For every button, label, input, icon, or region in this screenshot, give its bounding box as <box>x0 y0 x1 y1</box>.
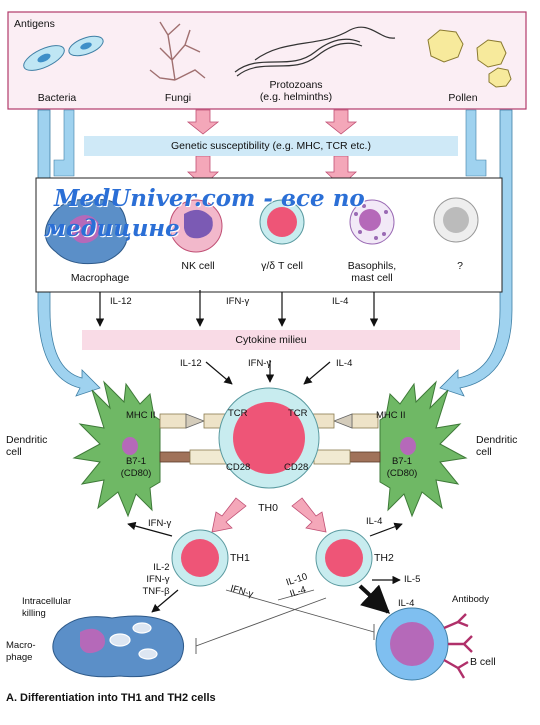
th2-label: TH2 <box>374 552 394 564</box>
cd28-left-label: CD28 <box>226 462 251 473</box>
left-b7-label: B7-1 (CD80) <box>120 456 152 479</box>
th1-cell-icon <box>171 529 229 587</box>
b-cell-label: B cell <box>470 656 496 668</box>
antigens-title: Antigens <box>14 18 55 30</box>
antibody-label: Antibody <box>452 594 489 605</box>
macrophage-icon <box>44 198 129 265</box>
basophil-label: Basophils, mast cell <box>347 260 397 284</box>
left-blue-arrow-2 <box>53 109 75 177</box>
right-dendritic-cell-icon <box>379 380 468 518</box>
th1-secretes: IL-2 IFN-γ TNF-β <box>142 562 170 597</box>
th2-out-cytokine: IL-4 <box>366 516 383 527</box>
th2-cell-icon <box>315 529 373 587</box>
right-b7-label: B7-1 (CD80) <box>386 456 418 479</box>
intracellular-killing-label: Intracellular killing <box>22 596 72 619</box>
left-dendritic-label: Dendritic cell <box>6 434 48 458</box>
pollen-label: Pollen <box>448 92 478 104</box>
right-blue-arrow-2 <box>465 109 487 177</box>
center-cytokine-il4: IL-4 <box>336 358 353 369</box>
th1-out-cytokine: IFN-γ <box>148 518 172 529</box>
th1-label: TH1 <box>230 552 250 564</box>
left-dendritic-cell-icon <box>72 380 161 518</box>
cell-to-cytokine-arrows <box>95 290 379 327</box>
cell-cytokine-il4: IL-4 <box>332 296 349 307</box>
cell-cytokine-il12: IL-12 <box>110 296 132 307</box>
th2-branch-arrow <box>291 497 327 533</box>
gamma-delta-t-cell-icon <box>259 199 305 245</box>
infected-macrophage-icon <box>52 615 185 678</box>
figure-caption: A. Differentiation into TH1 and TH2 cell… <box>6 692 216 704</box>
right-dendritic-label: Dendritic cell <box>476 434 518 458</box>
watermark-line-2: медицине <box>44 215 180 242</box>
genetic-bar-bg <box>84 136 458 156</box>
right-mhc-label: MHC II <box>376 410 406 421</box>
th-arrows <box>127 521 403 614</box>
fungi-icon <box>149 21 206 81</box>
center-cytokine-arrows <box>205 360 331 385</box>
cd28-right-label: CD28 <box>284 462 309 473</box>
th2-il4-label: IL-4 <box>398 598 415 609</box>
antibody-icons <box>443 613 473 679</box>
basophil-icon <box>349 199 395 245</box>
b-cell-icon <box>375 607 449 681</box>
th1-branch-arrow <box>211 497 247 533</box>
macrophage-label: Macrophage <box>70 272 130 284</box>
genetic-susceptibility-bar: Genetic susceptibility (e.g. MHC, TCR et… <box>171 140 371 152</box>
protozoan-icon <box>234 26 396 77</box>
center-cytokine-ifn: IFN-γ <box>248 358 272 369</box>
unknown-cell-icon <box>433 197 479 243</box>
cell-cytokine-ifn: IFN-γ <box>226 296 250 307</box>
tcr-right-label: TCR <box>288 408 308 419</box>
right-blue-arrow <box>439 109 513 397</box>
th0-label: TH0 <box>258 502 278 514</box>
cytokine-bar-bg <box>82 330 460 350</box>
pollen-icon <box>427 29 512 88</box>
bacteria-label: Bacteria <box>37 92 77 104</box>
th2-il5-label: IL-5 <box>404 574 421 585</box>
tcr-left-label: TCR <box>228 408 248 419</box>
protozoans-label: Protozoans (e.g. helminths) <box>259 79 333 103</box>
inhibition-lines <box>195 589 375 654</box>
nk-cell-icon <box>169 199 223 253</box>
center-cytokine-il12: IL-12 <box>180 358 202 369</box>
unknown-cell-label: ? <box>457 260 463 272</box>
macrophage-bottom-label: Macro- phage <box>6 640 36 663</box>
left-mhc-label: MHC II <box>126 410 156 421</box>
left-blue-arrow <box>37 109 101 397</box>
cytokine-milieu-bar: Cytokine milieu <box>235 334 307 346</box>
gamma-delta-t-cell-label: γ/δ T cell <box>261 260 303 272</box>
watermark-line-1: MedUniver.com - все по <box>54 185 365 212</box>
nk-cell-label: NK cell <box>181 260 215 272</box>
fungi-label: Fungi <box>164 92 192 104</box>
th0-cell-icon <box>218 387 320 489</box>
bacteria-icon <box>23 35 104 71</box>
